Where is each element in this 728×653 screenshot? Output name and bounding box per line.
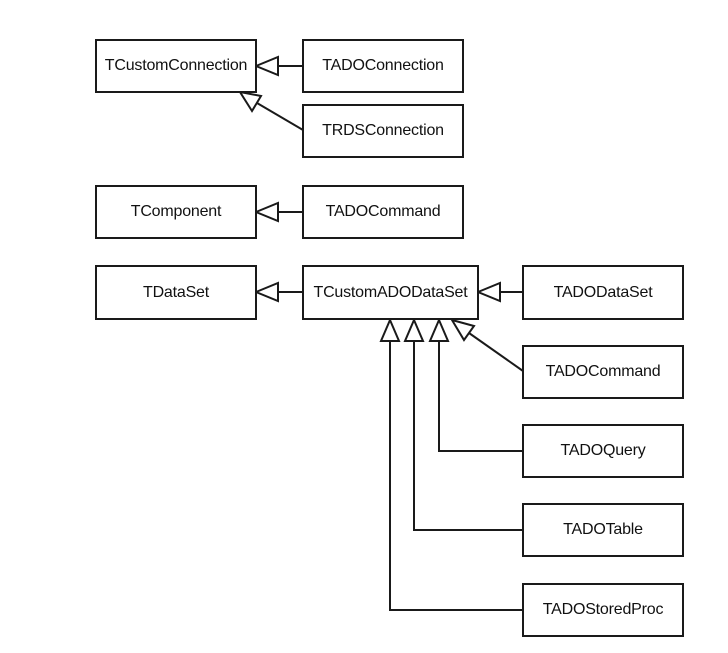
class-label: TADODataSet (553, 283, 653, 301)
class-label: TADOStoredProc (542, 601, 664, 618)
class-box-tadocommand-bottom: TADOCommand (522, 345, 684, 399)
class-box-tdataset: TDataSet (95, 265, 257, 320)
class-box-trdsconnection: TRDSConnection (302, 104, 464, 158)
class-label: TRDSConnection (322, 122, 444, 139)
edge-tadostoredproc-tcustomadodataset (389, 341, 523, 611)
arrowhead-tdataset (253, 281, 279, 303)
class-label: TDataSet (143, 283, 209, 301)
class-label: TCustomConnection (104, 57, 248, 74)
class-box-tadostoredproc: TADOStoredProc (522, 583, 684, 637)
arrowhead-tcustomadodataset-5 (379, 317, 401, 342)
class-label: TADOCommand (545, 363, 661, 380)
class-box-tcustomadodataset: TCustomADODataSet (302, 265, 479, 320)
arrowhead-tcustomconnection-2 (237, 90, 263, 113)
class-label: TADOConnection (322, 57, 444, 74)
class-label: TComponent (130, 203, 222, 220)
edge-tadocommand-tcustomadodataset (468, 332, 524, 372)
arrowhead-tcomponent (253, 201, 279, 223)
arrowhead-tcustomconnection-1 (253, 55, 279, 77)
edge-trdsconnection-tcustomconnection (256, 102, 304, 131)
class-box-tadotable: TADOTable (522, 503, 684, 557)
arrowhead-tcustomadodataset-4 (403, 317, 425, 342)
arrowhead-tcustomadodataset-2 (449, 318, 476, 342)
class-box-tadodataset: TADODataSet (522, 265, 684, 320)
class-label: TCustomADODataSet (313, 283, 468, 301)
class-label: TADOTable (563, 521, 643, 538)
class-box-tadocommand-top: TADOCommand (302, 185, 464, 239)
class-label: TADOCommand (325, 203, 441, 220)
edge-tadoquery-tcustomadodataset (438, 341, 523, 452)
arrowhead-tcustomadodataset-3 (428, 317, 450, 342)
class-box-tadoquery: TADOQuery (522, 424, 684, 478)
class-box-tcustomconnection: TCustomConnection (95, 39, 257, 93)
edge-tadotable-tcustomadodataset (413, 341, 523, 531)
class-label: TADOQuery (560, 442, 646, 459)
arrowhead-tcustomadodataset-1 (475, 281, 501, 303)
class-box-tadoconnection: TADOConnection (302, 39, 464, 93)
class-box-tcomponent: TComponent (95, 185, 257, 239)
